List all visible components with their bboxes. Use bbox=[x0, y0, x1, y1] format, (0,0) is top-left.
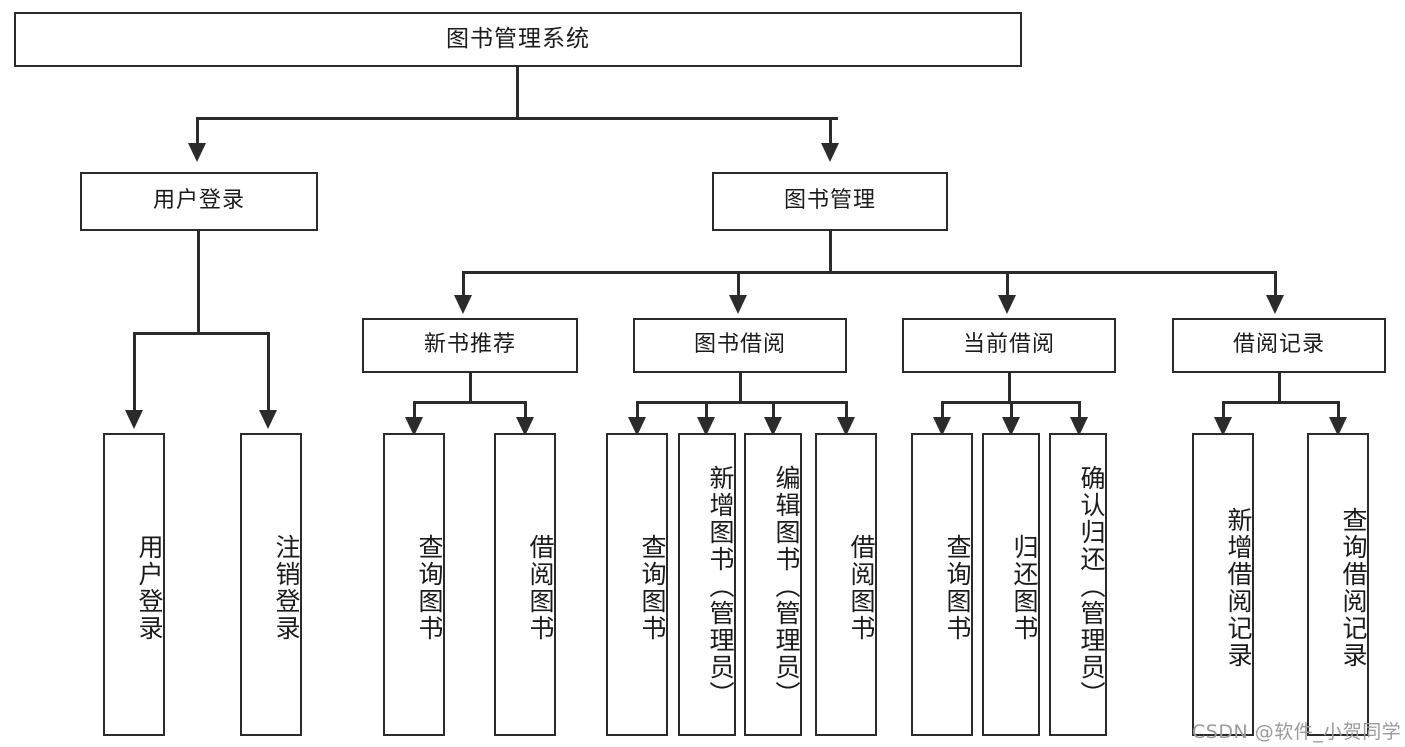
leaf-user-login[interactable]: 用户登录 bbox=[103, 433, 165, 736]
connector-root-to-login bbox=[196, 117, 199, 145]
connector-root-stem bbox=[516, 67, 519, 117]
leaf-logout-login[interactable]: 注销登录 bbox=[240, 433, 302, 736]
leaf-record-add-record[interactable]: 新增借阅记录 bbox=[1192, 433, 1254, 736]
leaf-recommend-borrow-book[interactable]: 借阅图书 bbox=[494, 433, 556, 736]
node-new-book-recommend[interactable]: 新书推荐 bbox=[362, 318, 578, 373]
leaf-current-confirm-return-admin[interactable]: 确认归还（管理员） bbox=[1049, 433, 1107, 736]
connector-bookmgmt-stem bbox=[829, 231, 832, 273]
connector-recommend-to-leaf1 bbox=[413, 401, 416, 419]
arrow-borrow-to-leaf3 bbox=[764, 417, 782, 436]
arrow-current-to-leaf2 bbox=[1002, 417, 1020, 436]
connector-current-stem bbox=[1008, 373, 1011, 403]
connector-borrow-stem bbox=[739, 373, 742, 403]
arrow-record-to-leaf1 bbox=[1214, 417, 1232, 436]
node-label: 图书借阅 bbox=[693, 332, 786, 358]
arrow-borrow-to-leaf2 bbox=[697, 417, 715, 436]
arrow-bookmgmt-to-n2 bbox=[729, 295, 747, 314]
connector-login-stem bbox=[197, 231, 200, 335]
connector-record-stem bbox=[1278, 373, 1281, 403]
arrow-borrow-to-leaf1 bbox=[628, 417, 646, 436]
arrow-current-to-leaf3 bbox=[1070, 417, 1088, 436]
arrow-login-to-leaf1 bbox=[125, 410, 143, 429]
node-label: 新书推荐 bbox=[423, 332, 516, 358]
leaf-label: 查询借阅记录 bbox=[1339, 506, 1368, 669]
connector-current-to-leaf3 bbox=[1078, 401, 1081, 419]
leaf-recommend-query-book[interactable]: 查询图书 bbox=[383, 433, 445, 736]
connector-bookmgmt-to-n2 bbox=[737, 271, 740, 297]
leaf-label: 借阅图书 bbox=[526, 533, 555, 642]
leaf-label: 用户登录 bbox=[135, 533, 164, 642]
leaf-borrow-borrow-book[interactable]: 借阅图书 bbox=[815, 433, 877, 736]
connector-bookmgmt-bus bbox=[462, 271, 1277, 274]
connector-record-to-leaf1 bbox=[1222, 401, 1225, 419]
node-book-management[interactable]: 图书管理 bbox=[712, 172, 948, 231]
connector-record-to-leaf2 bbox=[1337, 401, 1340, 419]
leaf-record-query-record[interactable]: 查询借阅记录 bbox=[1307, 433, 1369, 736]
leaf-label: 新增借阅记录 bbox=[1224, 506, 1253, 669]
node-user-login[interactable]: 用户登录 bbox=[80, 172, 318, 231]
leaf-label: 确认归还（管理员） bbox=[1077, 465, 1106, 708]
leaf-borrow-edit-book-admin[interactable]: 编辑图书（管理员） bbox=[744, 433, 802, 736]
leaf-label: 查询图书 bbox=[415, 533, 444, 642]
node-borrow-record[interactable]: 借阅记录 bbox=[1172, 318, 1386, 373]
connector-recommend-bus bbox=[413, 401, 527, 404]
leaf-label: 借阅图书 bbox=[847, 533, 876, 642]
csdn-watermark: CSDN @软件_小贺同学 bbox=[1192, 721, 1402, 743]
arrow-borrow-to-leaf4 bbox=[837, 417, 855, 436]
leaf-label: 归还图书 bbox=[1010, 533, 1039, 642]
connector-recommend-stem bbox=[469, 373, 472, 403]
connector-root-to-bookmgmt bbox=[829, 117, 832, 145]
connector-borrow-to-leaf2 bbox=[705, 401, 708, 419]
arrow-current-to-leaf1 bbox=[933, 417, 951, 436]
leaf-current-return-book[interactable]: 归还图书 bbox=[982, 433, 1040, 736]
arrow-recommend-to-leaf1 bbox=[405, 417, 423, 436]
connector-borrow-to-leaf1 bbox=[636, 401, 639, 419]
arrow-root-to-login bbox=[188, 143, 206, 162]
connector-login-to-leaf1 bbox=[133, 332, 136, 412]
connector-bookmgmt-to-n3 bbox=[1006, 271, 1009, 297]
connector-bookmgmt-to-n1 bbox=[462, 271, 465, 297]
leaf-label: 注销登录 bbox=[272, 533, 301, 642]
connector-current-to-leaf1 bbox=[941, 401, 944, 419]
node-label: 用户登录 bbox=[152, 188, 245, 214]
connector-login-bus bbox=[133, 332, 269, 335]
arrow-login-to-leaf2 bbox=[259, 410, 277, 429]
arrow-bookmgmt-to-n3 bbox=[998, 295, 1016, 314]
connector-bookmgmt-to-n4 bbox=[1274, 271, 1277, 297]
connector-login-to-leaf2 bbox=[267, 332, 270, 412]
node-book-borrow[interactable]: 图书借阅 bbox=[633, 318, 847, 373]
leaf-label: 新增图书（管理员） bbox=[706, 465, 735, 708]
connector-root-bus bbox=[196, 117, 838, 120]
arrow-bookmgmt-to-n1 bbox=[454, 295, 472, 314]
leaf-label: 查询图书 bbox=[943, 533, 972, 642]
arrow-recommend-to-leaf2 bbox=[516, 417, 534, 436]
leaf-label: 查询图书 bbox=[638, 533, 667, 642]
leaf-current-query-book[interactable]: 查询图书 bbox=[911, 433, 973, 736]
connector-borrow-to-leaf3 bbox=[772, 401, 775, 419]
node-label: 当前借阅 bbox=[962, 332, 1055, 358]
node-current-borrow[interactable]: 当前借阅 bbox=[902, 318, 1116, 373]
node-root-system[interactable]: 图书管理系统 bbox=[14, 12, 1022, 67]
leaf-borrow-query-book[interactable]: 查询图书 bbox=[606, 433, 668, 736]
connector-record-bus bbox=[1222, 401, 1340, 404]
node-label: 图书管理 bbox=[783, 188, 876, 214]
connector-borrow-bus bbox=[636, 401, 848, 404]
arrow-bookmgmt-to-n4 bbox=[1266, 295, 1284, 314]
node-label: 借阅记录 bbox=[1232, 332, 1325, 358]
arrow-root-to-bookmgmt bbox=[821, 143, 839, 162]
arrow-record-to-leaf2 bbox=[1329, 417, 1347, 436]
leaf-borrow-add-book-admin[interactable]: 新增图书（管理员） bbox=[678, 433, 736, 736]
connector-borrow-to-leaf4 bbox=[845, 401, 848, 419]
node-label: 图书管理系统 bbox=[446, 25, 590, 52]
connector-current-to-leaf2 bbox=[1010, 401, 1013, 419]
connector-recommend-to-leaf2 bbox=[524, 401, 527, 419]
leaf-label: 编辑图书（管理员） bbox=[772, 465, 801, 708]
